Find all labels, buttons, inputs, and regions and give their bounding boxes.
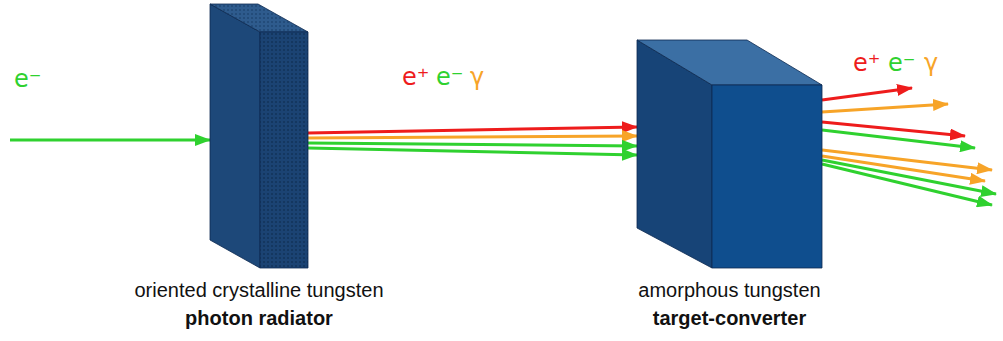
radiator-front-face (260, 32, 308, 268)
block-illustration (637, 40, 822, 268)
component-name: target-converter (638, 304, 820, 332)
tungsten-block: amorphous tungstentarget-converter (637, 40, 822, 268)
electron-arrow (822, 160, 996, 194)
outgoing-particle-arrows (822, 88, 996, 205)
radiator-top-face (210, 4, 308, 32)
tungsten-block: oriented crystalline tungstenphoton radi… (210, 4, 308, 268)
incoming-electron-arrow (10, 139, 210, 142)
particle-beam-arrow (308, 136, 637, 138)
material-name: oriented crystalline tungsten (134, 276, 383, 304)
particle-label: e⁺ (402, 62, 429, 92)
particle-label: e⁺ (853, 48, 880, 78)
particle-beam-arrow (308, 127, 637, 133)
electron-arrow (822, 130, 975, 148)
particle-label: γ (924, 48, 938, 78)
particle-beam-arrow (308, 148, 637, 155)
photon-arrow (822, 104, 948, 112)
material-name: amorphous tungsten (638, 276, 820, 304)
radiator-side-face (210, 4, 260, 268)
particle-label: e⁻ (888, 48, 915, 78)
particle-beam-arrow (308, 143, 637, 146)
particle-label: γ (470, 62, 484, 92)
block-caption: amorphous tungstentarget-converter (638, 276, 820, 332)
component-name: photon radiator (134, 304, 383, 332)
block-caption: oriented crystalline tungstenphoton radi… (134, 276, 383, 332)
converter-top-face (637, 40, 822, 85)
block-illustration (210, 4, 308, 268)
electron-arrow (822, 164, 992, 205)
converter-front-face (712, 85, 822, 268)
particle-label: e⁻ (436, 62, 463, 92)
positron-arrow (822, 88, 912, 100)
particle-label: e⁻ (14, 64, 41, 94)
